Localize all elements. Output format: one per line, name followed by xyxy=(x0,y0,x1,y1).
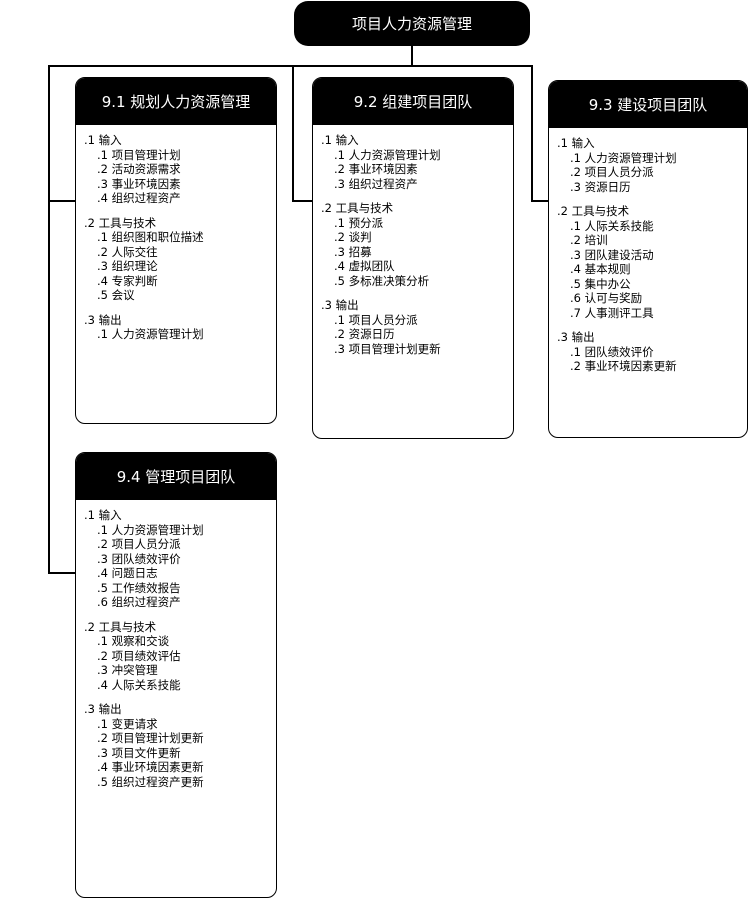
root-node: 项目人力资源管理 xyxy=(294,1,530,46)
list-item: .3 项目文件更新 xyxy=(97,745,181,760)
process-title: 9.1 规划人力资源管理 xyxy=(101,93,251,111)
section-title: .3 输出 xyxy=(321,298,359,312)
list-item: .2 项目人员分派 xyxy=(570,165,654,179)
section-title: .1 输入 xyxy=(557,136,595,150)
list-item: .4 专家判断 xyxy=(97,273,158,288)
list-item: .2 事业环境因素更新 xyxy=(570,359,677,373)
list-item: .2 人际交往 xyxy=(97,244,158,259)
list-item: .2 谈判 xyxy=(334,230,372,244)
tools-section: .2 工具与技术 .1 组织图和职位描述 .2 人际交往 .3 组织理论 .4 … xyxy=(84,216,276,303)
list-item: .4 人际关系技能 xyxy=(97,677,181,692)
list-item: .5 多标准决策分析 xyxy=(334,273,430,288)
list-item: .3 项目管理计划更新 xyxy=(334,341,441,356)
list-item: .1 人力资源管理计划 xyxy=(97,522,204,537)
list-item: .3 资源日历 xyxy=(570,179,631,194)
outputs-section: .3 输出 .1 人力资源管理计划 xyxy=(84,313,276,342)
process-box-9-1: 9.1 规划人力资源管理 .1 输入 .1 项目管理计划 .2 活动资源需求 .… xyxy=(75,77,277,424)
inputs-section: .1 输入 .1 项目管理计划 .2 活动资源需求 .3 事业环境因素 .4 组… xyxy=(84,133,276,206)
process-header: 9.1 规划人力资源管理 xyxy=(76,78,276,125)
list-item: .1 预分派 xyxy=(334,215,384,230)
tools-section: .2 工具与技术 .1 观察和交谈 .2 项目绩效评估 .3 冲突管理 .4 人… xyxy=(84,620,276,693)
process-header: 9.4 管理项目团队 xyxy=(76,453,276,500)
list-item: .2 活动资源需求 xyxy=(97,162,181,176)
process-title: 9.4 管理项目团队 xyxy=(116,468,236,486)
process-box-9-2: 9.2 组建项目团队 .1 输入 .1 人力资源管理计划 .2 事业环境因素 .… xyxy=(312,77,514,439)
connector-left-vertical xyxy=(48,65,50,573)
connector-to-box-4 xyxy=(48,572,76,574)
section-title: .1 输入 xyxy=(84,133,122,147)
section-title: .3 输出 xyxy=(557,330,595,344)
list-item: .4 虚拟团队 xyxy=(334,259,395,273)
inputs-section: .1 输入 .1 人力资源管理计划 .2 事业环境因素 .3 组织过程资产 xyxy=(321,133,513,191)
list-item: .5 会议 xyxy=(97,288,135,302)
list-item: .3 组织过程资产 xyxy=(334,176,418,191)
outputs-section: .3 输出 .1 团队绩效评价 .2 事业环境因素更新 xyxy=(557,330,747,374)
process-header: 9.3 建设项目团队 xyxy=(549,81,747,128)
list-item: .1 项目管理计划 xyxy=(97,147,181,162)
list-item: .6 认可与奖励 xyxy=(570,291,643,305)
list-item: .3 冲突管理 xyxy=(97,663,158,677)
list-item: .7 人事测评工具 xyxy=(570,305,654,320)
list-item: .4 组织过程资产 xyxy=(97,191,181,205)
list-item: .4 事业环境因素更新 xyxy=(97,760,204,774)
section-title: .2 工具与技术 xyxy=(557,204,630,218)
list-item: .1 人力资源管理计划 xyxy=(334,147,441,162)
list-item: .3 团队绩效评价 xyxy=(97,551,181,566)
list-item: .2 事业环境因素 xyxy=(334,162,418,176)
list-item: .1 观察和交谈 xyxy=(97,634,170,648)
list-item: .3 组织理论 xyxy=(97,259,158,273)
list-item: .5 组织过程资产更新 xyxy=(97,774,204,789)
section-title: .1 输入 xyxy=(321,133,359,147)
inputs-section: .1 输入 .1 人力资源管理计划 .2 项目人员分派 .3 团队绩效评价 .4… xyxy=(84,508,276,610)
connector-to-box-2 xyxy=(292,200,314,202)
list-item: .5 工作绩效报告 xyxy=(97,580,181,595)
section-title: .3 输出 xyxy=(84,312,122,327)
connector-top-horizontal xyxy=(48,65,532,67)
process-title: 9.2 组建项目团队 xyxy=(353,93,473,111)
list-item: .1 团队绩效评价 xyxy=(570,344,654,359)
section-title: .1 输入 xyxy=(84,508,122,522)
list-item: .2 资源日历 xyxy=(334,327,395,341)
outputs-section: .3 输出 .1 变更请求 .2 项目管理计划更新 .3 项目文件更新 .4 事… xyxy=(84,702,276,789)
connector-to-box-3 xyxy=(531,200,550,202)
list-item: .6 组织过程资产 xyxy=(97,595,181,609)
list-item: .2 培训 xyxy=(570,233,608,247)
root-title: 项目人力资源管理 xyxy=(351,15,472,33)
list-item: .1 人际关系技能 xyxy=(570,218,654,233)
list-item: .5 集中办公 xyxy=(570,276,631,291)
list-item: .3 事业环境因素 xyxy=(97,176,181,191)
list-item: .1 组织图和职位描述 xyxy=(97,230,204,244)
list-item: .3 招募 xyxy=(334,244,372,259)
list-item: .4 问题日志 xyxy=(97,566,158,580)
section-title: .2 工具与技术 xyxy=(84,215,157,230)
list-item: .2 项目人员分派 xyxy=(97,537,181,551)
connector-mid-vertical xyxy=(292,65,294,201)
connector-right-vertical xyxy=(531,65,533,201)
connector-root-down xyxy=(411,46,413,66)
list-item: .1 人力资源管理计划 xyxy=(570,150,677,165)
process-title: 9.3 建设项目团队 xyxy=(588,96,708,114)
list-item: .1 变更请求 xyxy=(97,716,158,731)
list-item: .1 项目人员分派 xyxy=(334,312,418,327)
list-item: .2 项目绩效评估 xyxy=(97,648,181,663)
list-item: .1 人力资源管理计划 xyxy=(97,327,204,341)
section-title: .3 输出 xyxy=(84,702,122,716)
list-item: .4 基本规则 xyxy=(570,262,631,276)
process-box-9-3: 9.3 建设项目团队 .1 输入 .1 人力资源管理计划 .2 项目人员分派 .… xyxy=(548,80,748,438)
section-title: .2 工具与技术 xyxy=(321,201,394,215)
process-box-9-4: 9.4 管理项目团队 .1 输入 .1 人力资源管理计划 .2 项目人员分派 .… xyxy=(75,452,277,898)
inputs-section: .1 输入 .1 人力资源管理计划 .2 项目人员分派 .3 资源日历 xyxy=(557,136,747,194)
section-title: .2 工具与技术 xyxy=(84,619,157,634)
outputs-section: .3 输出 .1 项目人员分派 .2 资源日历 .3 项目管理计划更新 xyxy=(321,298,513,356)
connector-to-box-1 xyxy=(48,200,76,202)
list-item: .3 团队建设活动 xyxy=(570,247,654,262)
list-item: .2 项目管理计划更新 xyxy=(97,731,204,745)
tools-section: .2 工具与技术 .1 预分派 .2 谈判 .3 招募 .4 虚拟团队 .5 多… xyxy=(321,201,513,288)
tools-section: .2 工具与技术 .1 人际关系技能 .2 培训 .3 团队建设活动 .4 基本… xyxy=(557,204,747,320)
process-header: 9.2 组建项目团队 xyxy=(313,78,513,125)
